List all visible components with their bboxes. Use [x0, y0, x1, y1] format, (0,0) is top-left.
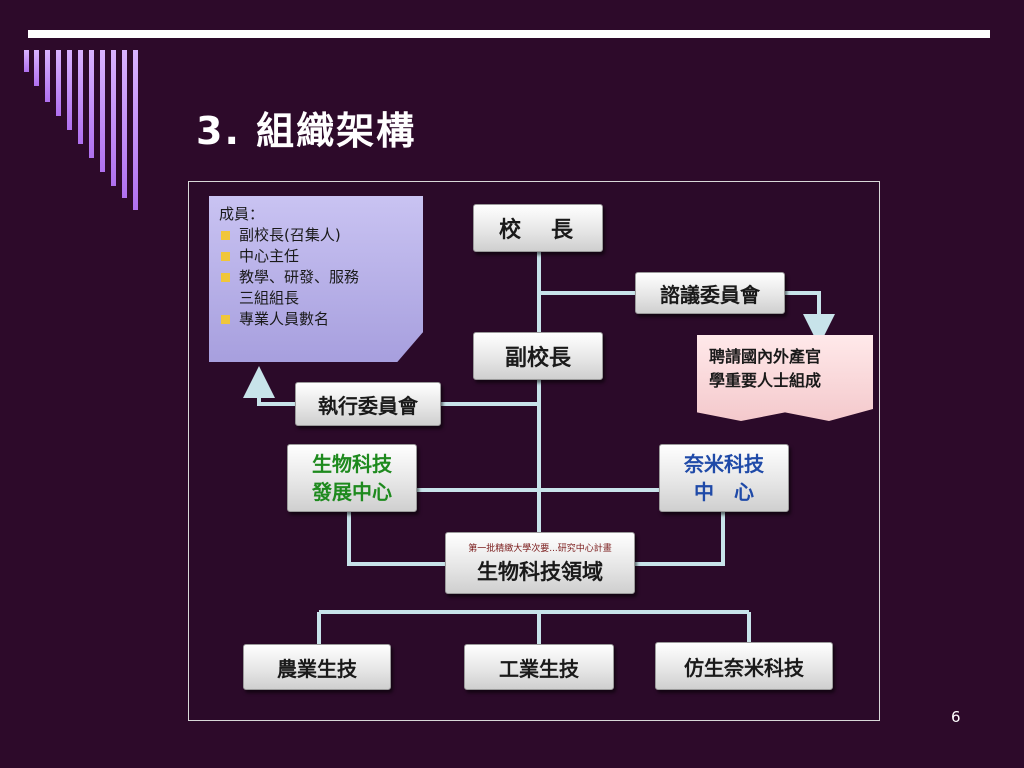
stripe [111, 50, 116, 186]
agri-biotech-box: 農業生技 [243, 644, 391, 690]
list-item: 副校長(召集人) [219, 225, 413, 246]
nano-center-line2: 中 心 [694, 480, 754, 504]
stripe [133, 50, 138, 210]
biotech-link-line [347, 512, 445, 566]
domain-title: 生物科技領域 [477, 559, 603, 584]
biotech-center-box: 生物科技 發展中心 [287, 444, 417, 512]
advisory-committee-box: 諮議委員會 [635, 272, 785, 314]
members-note: 成員： 副校長(召集人) 中心主任 教學、研發、服務 三組組長 專業人員數名 [209, 196, 423, 362]
biotech-domain-box: 第一批精緻大學次要...研究中心計畫 生物科技領域 [445, 532, 635, 594]
stripe [78, 50, 83, 144]
decorative-stripes [24, 50, 174, 220]
stripe [24, 50, 29, 72]
vice-principal-box: 副校長 [473, 332, 603, 380]
executive-arrow [243, 366, 295, 406]
stripe [89, 50, 94, 158]
executive-committee-box: 執行委員會 [295, 382, 441, 426]
members-list-2: 專業人員數名 [219, 309, 413, 330]
biotech-center-line1: 生物科技 [312, 452, 392, 476]
domain-subtitle: 第一批精緻大學次要...研究中心計畫 [468, 543, 612, 554]
list-item-continuation: 三組組長 [239, 289, 300, 307]
stripe [100, 50, 105, 172]
title-top-rule [28, 30, 990, 38]
list-item: 專業人員數名 [219, 309, 413, 330]
list-item: 教學、研發、服務 [219, 267, 413, 288]
stripe [122, 50, 127, 198]
industrial-biotech-box: 工業生技 [464, 644, 614, 690]
nano-link-line [635, 512, 725, 566]
stripe [45, 50, 50, 102]
stripe [67, 50, 72, 130]
list-item: 中心主任 [219, 246, 413, 267]
page-number: 6 [951, 708, 961, 726]
stripe [34, 50, 39, 86]
nano-center-line1: 奈米科技 [684, 452, 764, 476]
principal-box: 校 長 [473, 204, 603, 252]
members-list: 副校長(召集人) 中心主任 教學、研發、服務 [219, 225, 413, 288]
bionano-box: 仿生奈米科技 [655, 642, 833, 690]
consultant-note-line: 聘請國內外產官 [709, 347, 822, 366]
nano-center-box: 奈米科技 中 心 [659, 444, 789, 512]
stripe [56, 50, 61, 116]
members-heading: 成員： [219, 205, 265, 223]
advisory-arrow [784, 291, 835, 346]
consultant-note-line: 學重要人士組成 [709, 371, 822, 390]
biotech-center-line2: 發展中心 [312, 480, 392, 504]
org-chart-frame: 成員： 副校長(召集人) 中心主任 教學、研發、服務 三組組長 專業人員數名 校… [188, 181, 880, 721]
consultant-note: 聘請國內外產官 學重要人士組成 [697, 335, 873, 421]
slide-title: 3. 組織架構 [196, 109, 417, 153]
